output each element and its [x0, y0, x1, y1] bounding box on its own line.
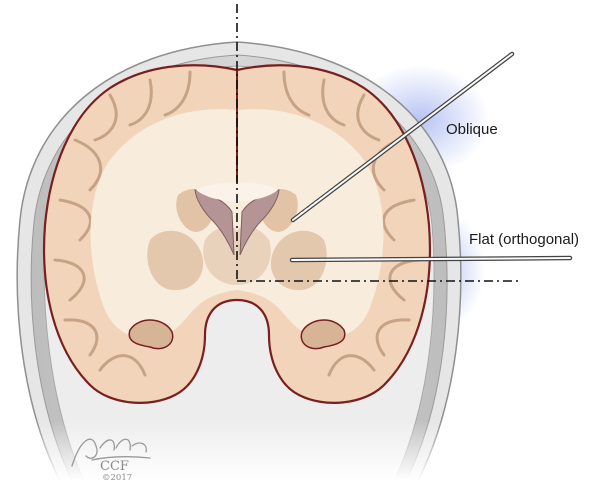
flat-orthogonal-label: Flat (orthogonal) [469, 231, 579, 248]
oblique-label: Oblique [446, 121, 498, 138]
signature-org: CCF [100, 459, 129, 474]
flat-probe [292, 258, 570, 260]
signature-year: ©2017 [102, 473, 132, 481]
bottom-fade [0, 420, 605, 481]
